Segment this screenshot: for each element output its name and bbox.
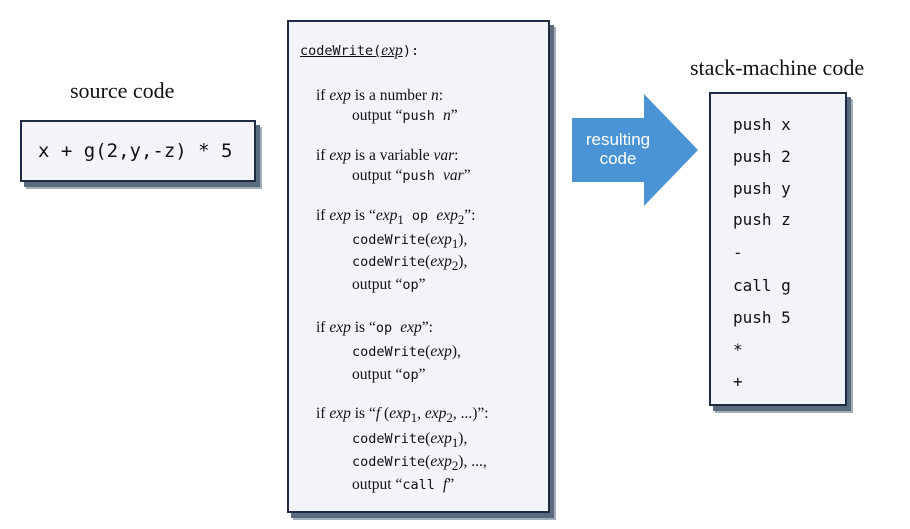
- source-code-heading: source code: [70, 78, 175, 103]
- stack-machine-code-box: push x push 2 push y push z - call g pus…: [709, 92, 847, 406]
- case-variable-output: output “push var”: [352, 167, 471, 184]
- case-function-condition: if exp is “f (exp1, exp2, ...)”:: [316, 405, 489, 426]
- stack-line: call g: [733, 276, 791, 295]
- case-number-output: output “push n”: [352, 107, 458, 124]
- stack-line: push 5: [733, 308, 791, 327]
- case-binary-output: output “op”: [352, 276, 426, 293]
- resulting-code-label: resulting code: [572, 130, 664, 168]
- case-unary-condition: if exp is “op exp”:: [316, 319, 433, 336]
- stack-line: *: [733, 340, 743, 359]
- resulting-code-arrow-icon: [572, 94, 698, 206]
- codewrite-algorithm-box: codeWrite(exp): if exp is a number n: ou…: [287, 20, 550, 513]
- stack-machine-code-heading: stack-machine code: [690, 55, 865, 80]
- case-binary-call-2: codeWrite(exp2),: [352, 253, 468, 274]
- case-binary-condition: if exp is “exp1 op exp2”:: [316, 207, 476, 228]
- stack-line: push z: [733, 210, 791, 229]
- case-variable-condition: if exp is a variable var:: [316, 147, 459, 164]
- case-binary-call-1: codeWrite(exp1),: [352, 231, 468, 252]
- case-function-output: output “call f”: [352, 476, 455, 493]
- resulting-label-line-1: resulting: [585, 130, 651, 149]
- source-code-box: x + g(2,y,-z) * 5: [20, 120, 256, 182]
- case-unary-call: codeWrite(exp),: [352, 343, 461, 360]
- stack-line: push x: [733, 115, 791, 134]
- case-number-condition: if exp is a number n:: [316, 87, 443, 104]
- stack-line: push y: [733, 179, 791, 198]
- algorithm-title: codeWrite(exp):: [300, 42, 420, 59]
- stack-line: +: [733, 372, 743, 391]
- resulting-label-line-2: code: [599, 149, 637, 168]
- stack-line: push 2: [733, 147, 791, 166]
- case-unary-output: output “op”: [352, 366, 426, 383]
- stack-line: -: [733, 243, 743, 262]
- case-function-call-2: codeWrite(exp2), ...,: [352, 453, 487, 474]
- case-function-call-1: codeWrite(exp1),: [352, 430, 468, 451]
- source-expression: x + g(2,y,-z) * 5: [38, 140, 233, 162]
